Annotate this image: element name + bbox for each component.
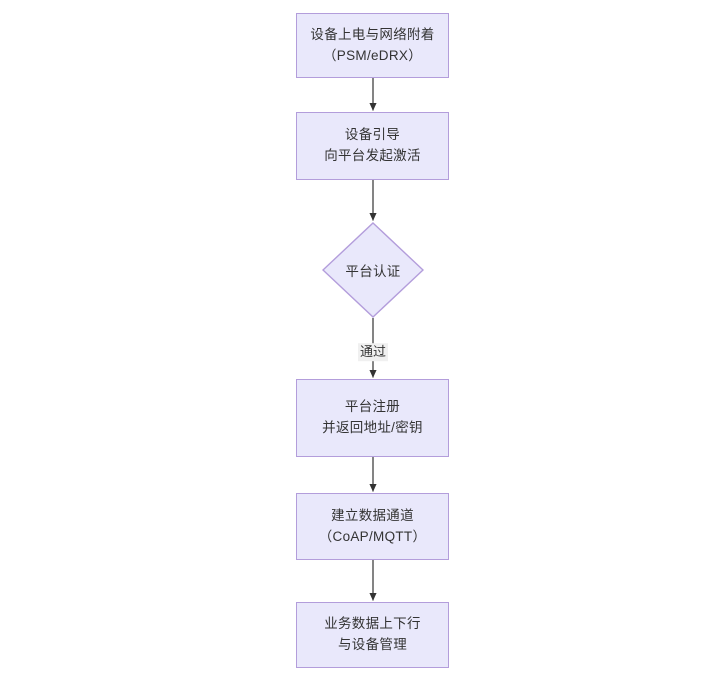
edge-label-pass: 通过 (357, 343, 389, 361)
node-business-data-and-device-management[interactable]: 业务数据上下行 与设备管理 (296, 602, 449, 668)
node-line-2: （CoAP/MQTT） (318, 528, 427, 544)
node-platform-registration[interactable]: 平台注册 并返回地址/密钥 (296, 379, 449, 457)
node-line-1: 设备引导 (344, 127, 401, 143)
node-device-power-on[interactable]: 设备上电与网络附着 （PSM/eDRX） (296, 13, 449, 78)
node-line-2: 向平台发起激活 (324, 148, 421, 163)
diamond-shape (322, 222, 424, 318)
node-line-1: 平台认证 (345, 264, 401, 279)
node-line-2: （PSM/eDRX） (322, 47, 423, 63)
node-line-1: 设备上电与网络附着 (310, 26, 435, 42)
node-platform-authentication[interactable]: 平台认证 (322, 222, 424, 318)
node-device-bootstrap[interactable]: 设备引导 向平台发起激活 (296, 112, 449, 180)
node-line-1: 业务数据上下行 (324, 616, 421, 632)
node-line-1: 平台注册 (344, 399, 401, 415)
node-line-2: 与设备管理 (338, 637, 407, 652)
node-line-2: 并返回地址/密钥 (322, 420, 423, 435)
node-line-1: 建立数据通道 (331, 507, 414, 523)
node-establish-data-channel[interactable]: 建立数据通道 （CoAP/MQTT） (296, 493, 449, 560)
